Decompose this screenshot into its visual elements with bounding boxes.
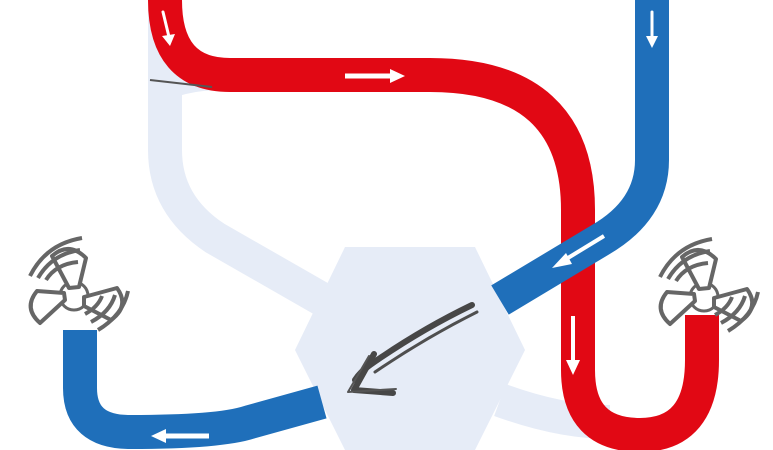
- inactive-duct-upper-left: [148, 0, 341, 320]
- arrow-cool-left-bottom: [151, 429, 209, 443]
- arrow-warm-down-right: [566, 316, 580, 375]
- cool-duct-left: [63, 330, 327, 449]
- arrow-cool-diagonal: [552, 234, 606, 268]
- arrow-cool-down-top-right: [646, 10, 658, 48]
- arrow-warm-down-top-left: [161, 10, 175, 46]
- fan-icon: [28, 236, 130, 332]
- direction-arrows: [151, 10, 658, 443]
- pencil-arrow: [347, 302, 479, 396]
- left-fan: [28, 236, 130, 332]
- warm-air-path: [148, 0, 719, 450]
- warm-duct-fade: [149, 79, 213, 88]
- warm-duct-top: [148, 0, 719, 450]
- arrow-warm-right: [345, 69, 405, 83]
